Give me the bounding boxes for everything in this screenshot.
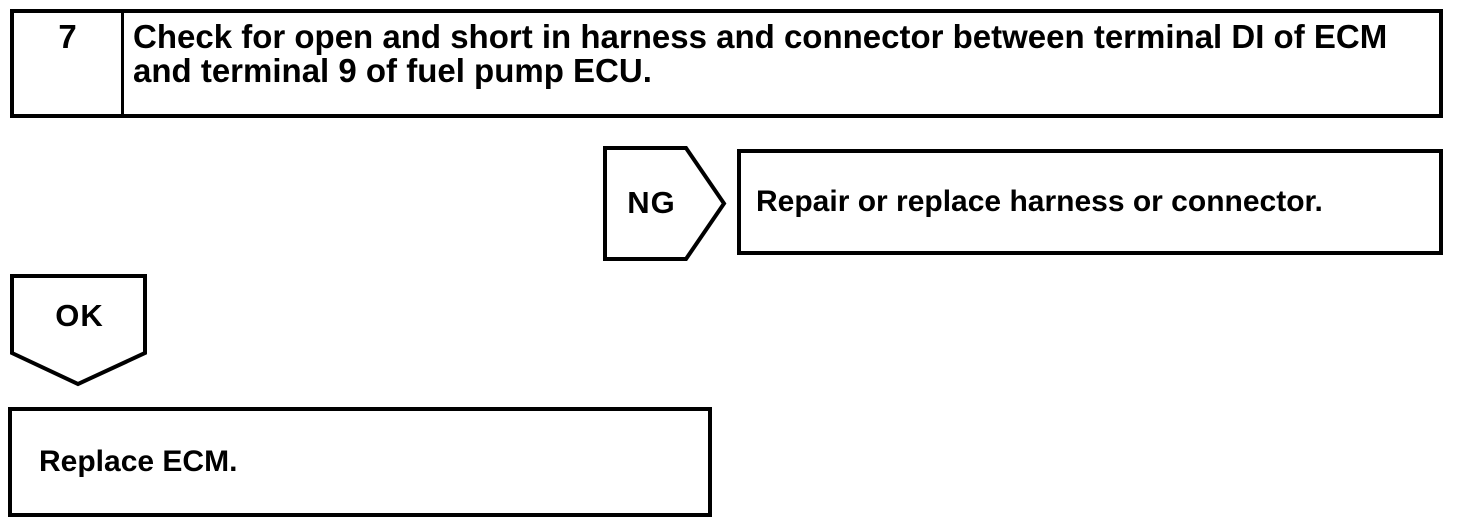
ng-result-box: Repair or replace harness or connector. (737, 149, 1443, 255)
step-instruction: Check for open and short in harness and … (124, 13, 1439, 114)
ng-pentagon-right-icon (603, 146, 727, 261)
step-number: 7 (14, 13, 124, 114)
ok-pentagon-down-icon (10, 274, 147, 387)
step-box: 7 Check for open and short in harness an… (10, 9, 1443, 118)
step-instruction-line-1: Check for open and short in harness and … (133, 18, 1388, 55)
ok-result-box: Replace ECM. (8, 407, 712, 517)
step-instruction-line-2: and terminal 9 of fuel pump ECU. (133, 52, 652, 89)
